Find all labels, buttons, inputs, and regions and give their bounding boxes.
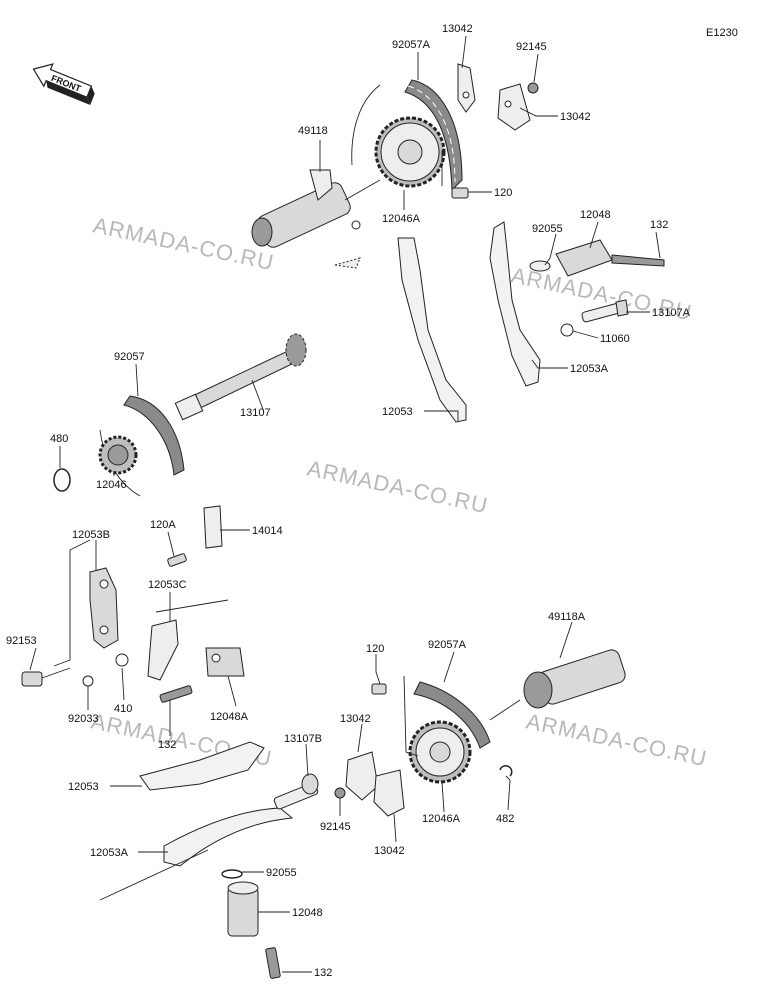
chain-guide-12053a-top	[489, 221, 541, 387]
part-label-92145: 92145	[320, 821, 351, 833]
cam-chain-92057	[99, 395, 185, 497]
part-label-13107b: 13107B	[284, 733, 322, 745]
tensioner-12048-bottom	[227, 881, 259, 937]
part-label-120: 120	[494, 187, 512, 199]
bolt-120-top	[451, 187, 469, 199]
pin-13107b	[273, 773, 319, 810]
part-label-120a: 120A	[150, 519, 176, 531]
part-label-14014: 14014	[252, 525, 283, 537]
part-label-12053: 12053	[382, 406, 413, 418]
part-label-132: 132	[650, 219, 668, 231]
spring-92145-bottom	[334, 787, 346, 799]
watermark: ARMADA-CO.RU	[524, 708, 710, 771]
part-label-12053b: 12053B	[72, 529, 110, 541]
bolt-92153	[21, 667, 71, 687]
part-label-12046: 12046	[96, 479, 127, 491]
part-label-49118a: 49118A	[548, 611, 586, 623]
part-label-12048: 12048	[580, 209, 611, 221]
part-label-120: 120	[366, 643, 384, 655]
washer-11060	[560, 323, 574, 337]
weight-13042-top	[457, 63, 539, 131]
sprocket-12046a-top	[374, 116, 446, 188]
part-label-12053a: 12053A	[570, 363, 609, 375]
watermark: ARMADA-CO.RU	[91, 212, 277, 275]
chain-guide-12053a-bottom	[163, 807, 294, 867]
part-label-12048: 12048	[292, 907, 323, 919]
part-label-13042: 13042	[442, 23, 473, 35]
plate-14014	[203, 505, 223, 549]
tensioner-12048-top	[529, 239, 665, 277]
part-label-92145: 92145	[516, 41, 547, 53]
bolt-13107a	[581, 299, 629, 323]
part-label-13107: 13107	[240, 407, 271, 419]
washer-410	[115, 653, 129, 667]
oring-92055-bottom	[221, 869, 243, 879]
front-arrow-icon: FRONT	[32, 63, 95, 105]
guide-12053b	[89, 567, 119, 649]
part-label-92055: 92055	[266, 867, 297, 879]
part-label-13042: 13042	[560, 111, 591, 123]
ring-482	[499, 765, 513, 777]
bolt-120-bottom	[371, 683, 387, 695]
part-label-49118: 49118	[298, 125, 328, 137]
sprocket-12046a-bottom	[408, 720, 472, 784]
part-label-13107a: 13107A	[652, 307, 691, 319]
cam-chain-bottom	[413, 681, 491, 749]
part-label-132: 132	[314, 967, 332, 979]
bolt-120a	[167, 553, 187, 567]
part-label-92057a: 92057A	[392, 39, 431, 51]
washer-92033	[82, 675, 94, 687]
part-label-11060: 11060	[600, 333, 630, 345]
guide-12053c	[147, 619, 179, 681]
shaft-13107	[174, 333, 307, 421]
part-label-12053c: 12053C	[148, 579, 187, 591]
watermark: ARMADA-CO.RU	[305, 455, 491, 518]
part-label-12046a: 12046A	[382, 213, 421, 225]
part-label-92153: 92153	[6, 635, 37, 647]
part-label-12053: 12053	[68, 781, 99, 793]
camshaft-49118	[251, 169, 381, 269]
leader-lines	[29, 35, 661, 973]
part-label-92055: 92055	[532, 223, 563, 235]
bolt-132-mid	[159, 685, 193, 703]
part-label-482: 482	[496, 813, 514, 825]
part-label-132: 132	[158, 739, 176, 751]
tensioner-12048a	[205, 647, 245, 677]
part-label-410: 410	[114, 703, 132, 715]
part-label-92057: 92057	[114, 351, 145, 363]
figure-code: E1230	[706, 27, 738, 39]
bolt-132-bottom	[265, 947, 281, 979]
gear-12046	[98, 435, 138, 475]
part-label-12053a: 12053A	[90, 847, 129, 859]
chain-guide-12053-top	[397, 237, 467, 423]
part-label-92033: 92033	[68, 713, 99, 725]
part-label-12046a: 12046A	[422, 813, 461, 825]
part-label-92057a: 92057A	[428, 639, 467, 651]
part-labels: 13042 92057A 92145 13042 49118 120 12046…	[6, 23, 691, 979]
camshaft-49118a	[489, 649, 626, 721]
chain-guide-12053-bottom	[139, 741, 265, 791]
part-label-12048a: 12048A	[210, 711, 249, 723]
ring-480	[53, 468, 71, 492]
part-label-13042: 13042	[374, 845, 405, 857]
part-label-480: 480	[50, 433, 68, 445]
part-label-13042: 13042	[340, 713, 371, 725]
weight-13042-bottom	[345, 751, 405, 817]
